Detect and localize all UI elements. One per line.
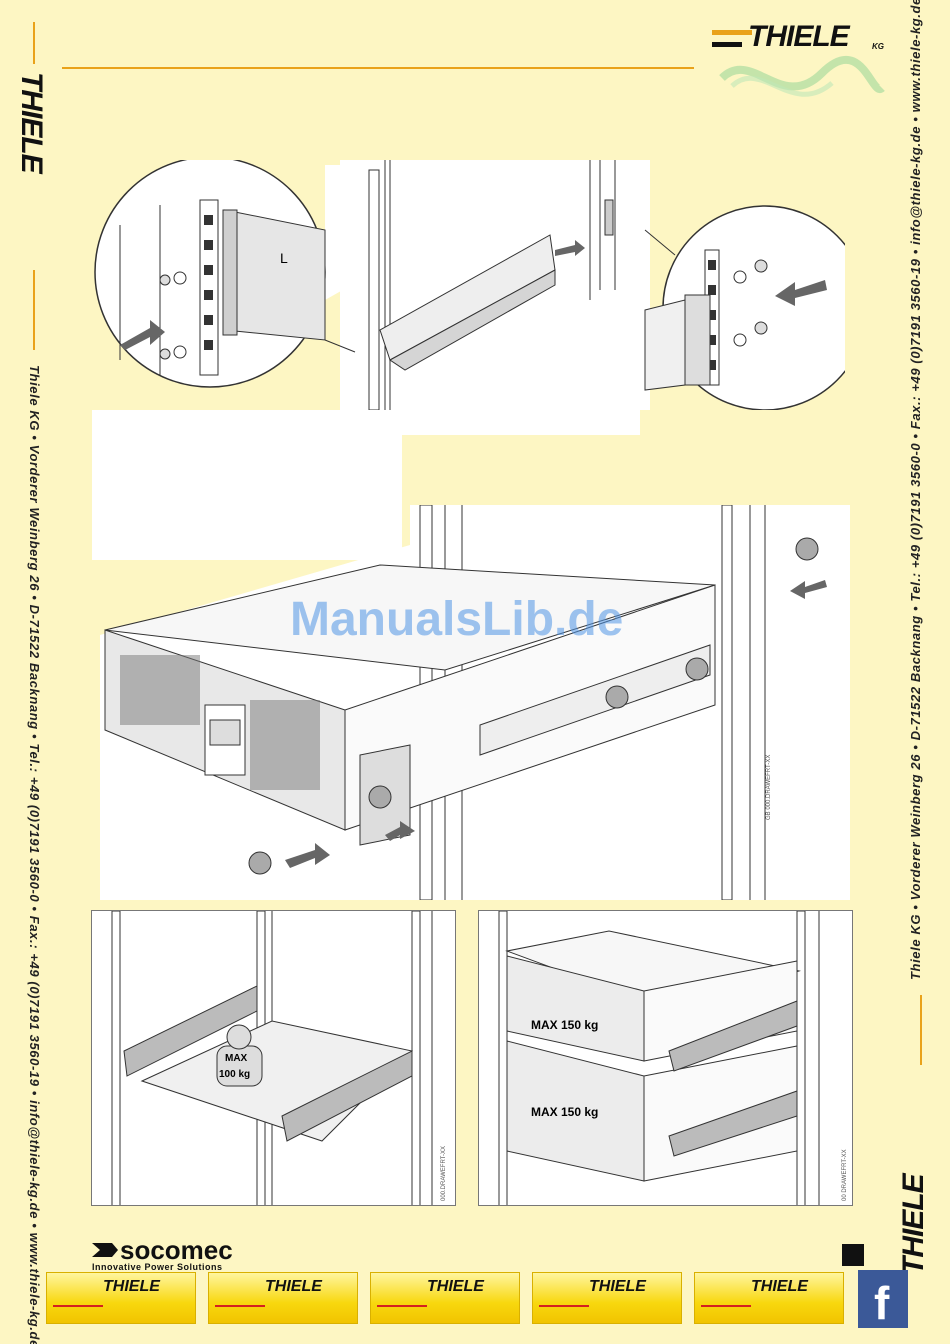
figure-shelf-art: MAX 100 kg 000.DRAWEFRT-XX bbox=[111, 911, 447, 1205]
figure-rail-mounting: L bbox=[85, 156, 868, 411]
socomec-tagline: Innovative Power Solutions bbox=[92, 1262, 223, 1272]
facebook-icon: f bbox=[874, 1277, 890, 1329]
left-margin-contact: Thiele KG • Vorderer Weinberg 26 • D-715… bbox=[27, 365, 42, 1344]
top-logo: THIELE KG bbox=[712, 18, 892, 108]
right-margin-contact: Thiele KG • Vorderer Weinberg 26 • D-715… bbox=[908, 0, 923, 980]
top-rule bbox=[62, 67, 694, 69]
socomec-name: socomec bbox=[120, 1235, 233, 1265]
socomec-mark-icon bbox=[92, 1243, 118, 1257]
figure-shelf-max-100: MAX 100 kg 000.DRAWEFRT-XX bbox=[91, 910, 456, 1206]
max-label-2: MAX 150 kg bbox=[531, 1105, 598, 1119]
ref-code-b: 000.DRAWEFRT-XX bbox=[441, 1146, 447, 1201]
logo-kg: KG bbox=[872, 42, 884, 51]
right-rule bbox=[920, 995, 922, 1065]
figure-rail-mounting-art: L bbox=[94, 156, 868, 411]
footer-badge-1[interactable]: THIELE bbox=[46, 1272, 196, 1324]
left-rule-top bbox=[33, 22, 35, 64]
footer-badge-2[interactable]: THIELE bbox=[208, 1272, 358, 1324]
footer-badge-label: THIELE bbox=[589, 1278, 646, 1295]
logo-swoosh bbox=[712, 30, 885, 97]
blank-area bbox=[92, 410, 402, 560]
blank-area-top bbox=[92, 410, 640, 435]
watermark: ManualsLib.de bbox=[290, 593, 624, 646]
socomec-logo: socomec Innovative Power Solutions bbox=[92, 1235, 292, 1273]
footer-badge-label: THIELE bbox=[751, 1278, 808, 1295]
right-vertical-logo: THIELE bbox=[897, 1174, 930, 1275]
left-vertical-logo: THIELE bbox=[15, 72, 48, 173]
figure-ups-mounting: GB 000.DRAWEFRT-XX bbox=[90, 504, 850, 901]
ref-code-c: 00 DRAWEFRT-XX bbox=[842, 1149, 848, 1201]
rail-label-L: L bbox=[280, 250, 288, 266]
footer-badge-label: THIELE bbox=[103, 1278, 160, 1295]
facebook-button[interactable]: f bbox=[858, 1270, 908, 1329]
footer-badge-label: THIELE bbox=[427, 1278, 484, 1295]
left-rule-mid bbox=[33, 270, 35, 350]
figure-stacked-art: MAX 150 kg MAX 150 kg 00 DRAWEFRT-XX bbox=[498, 911, 848, 1205]
footer-badge-4[interactable]: THIELE bbox=[532, 1272, 682, 1324]
footer-badge-3[interactable]: THIELE bbox=[370, 1272, 520, 1324]
ref-code-a: GB 000.DRAWEFRT-XX bbox=[766, 755, 772, 820]
weight-tag-line1: MAX bbox=[225, 1053, 248, 1064]
figure-stacked-max-150: MAX 150 kg MAX 150 kg 00 DRAWEFRT-XX bbox=[478, 910, 853, 1206]
figure-ups-mounting-art: GB 000.DRAWEFRT-XX bbox=[100, 504, 850, 901]
max-label-1: MAX 150 kg bbox=[531, 1018, 598, 1032]
logo-wordmark: THIELE bbox=[748, 20, 850, 53]
footer-badge-5[interactable]: THIELE bbox=[694, 1272, 844, 1324]
footer-badge-label: THIELE bbox=[265, 1278, 322, 1295]
weight-tag-line2: 100 kg bbox=[219, 1069, 250, 1080]
page-marker bbox=[842, 1244, 864, 1266]
